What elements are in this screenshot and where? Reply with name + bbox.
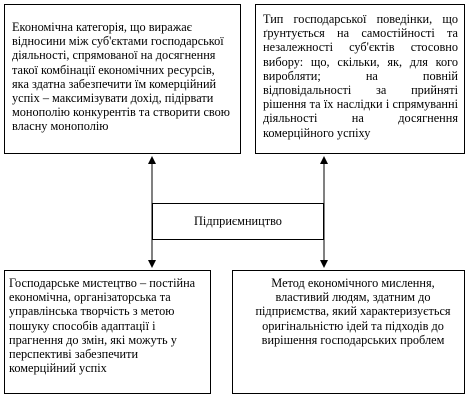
central-concept-box: Підприємництво [152,203,324,240]
definition-box-economic-art: Господарське мистецтво – постійна економ… [4,270,211,394]
definition-text: Господарське мистецтво – постійна економ… [9,276,196,376]
definition-box-behavior-type: Тип господарської поведінки, що ґрунтуєт… [255,4,465,154]
central-concept-label: Підприємництво [194,214,282,228]
definition-text: Метод економічного мислення, властивий л… [255,276,451,347]
definition-text: Тип господарської поведінки, що ґрунтуєт… [263,12,458,140]
definition-box-thinking-method: Метод економічного мислення, властивий л… [232,270,465,394]
definition-box-economic-category: Економічна категорія, що виражає відноси… [4,4,241,154]
definition-text: Економічна категорія, що виражає відноси… [12,20,230,134]
